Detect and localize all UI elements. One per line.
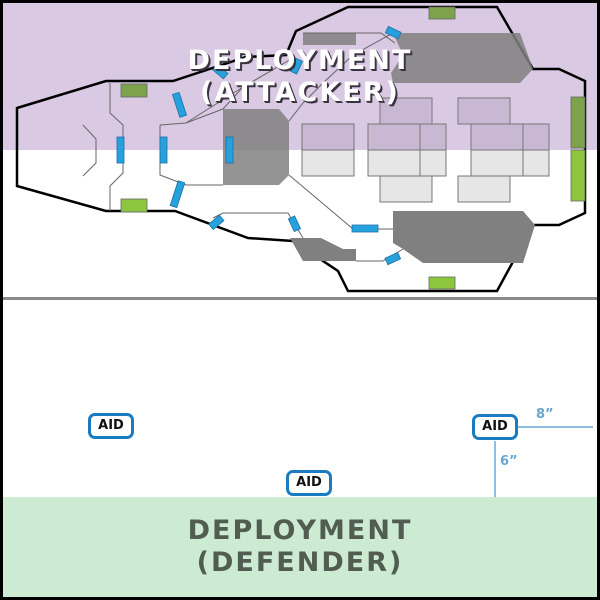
hatch bbox=[428, 6, 456, 20]
hatch bbox=[570, 96, 586, 149]
objective-marker[interactable]: AID bbox=[472, 414, 518, 440]
defender-zone-label: DEPLOYMENT (DEFENDER) bbox=[3, 515, 597, 579]
measurement-horizontal-label: 8” bbox=[536, 407, 554, 422]
room-lower-right bbox=[393, 211, 535, 263]
hatch bbox=[570, 149, 586, 202]
measurement-vertical-label: 6” bbox=[500, 454, 518, 469]
cargo-blocks-lower bbox=[301, 149, 550, 203]
defender-label-line1: DEPLOYMENT bbox=[187, 515, 413, 546]
doors bbox=[116, 25, 402, 266]
objective-marker[interactable]: AID bbox=[286, 470, 332, 496]
defender-label-line2: (DEFENDER) bbox=[196, 547, 404, 578]
hatch bbox=[120, 83, 148, 98]
attacker-zone-label: DEPLOYMENT (ATTACKER) bbox=[3, 45, 597, 109]
room-upper-left bbox=[303, 33, 356, 45]
cargo-blocks bbox=[301, 97, 550, 151]
mission-map: DEPLOYMENT (ATTACKER) DEPLOYMENT (DEFEND… bbox=[3, 3, 597, 597]
room-center bbox=[223, 109, 289, 185]
hatches bbox=[120, 6, 586, 290]
table-divider bbox=[3, 297, 597, 300]
objective-marker[interactable]: AID bbox=[88, 413, 134, 439]
room-lower-left bbox=[290, 238, 356, 261]
room-upper-right bbox=[391, 33, 533, 83]
attacker-label-line2: (ATTACKER) bbox=[200, 77, 400, 108]
map-canvas bbox=[3, 3, 597, 597]
ship-hull bbox=[15, 5, 587, 293]
hatch bbox=[428, 276, 456, 290]
attacker-label-line1: DEPLOYMENT bbox=[187, 45, 413, 76]
hatch bbox=[120, 198, 148, 213]
defender-deployment-zone bbox=[3, 497, 597, 597]
